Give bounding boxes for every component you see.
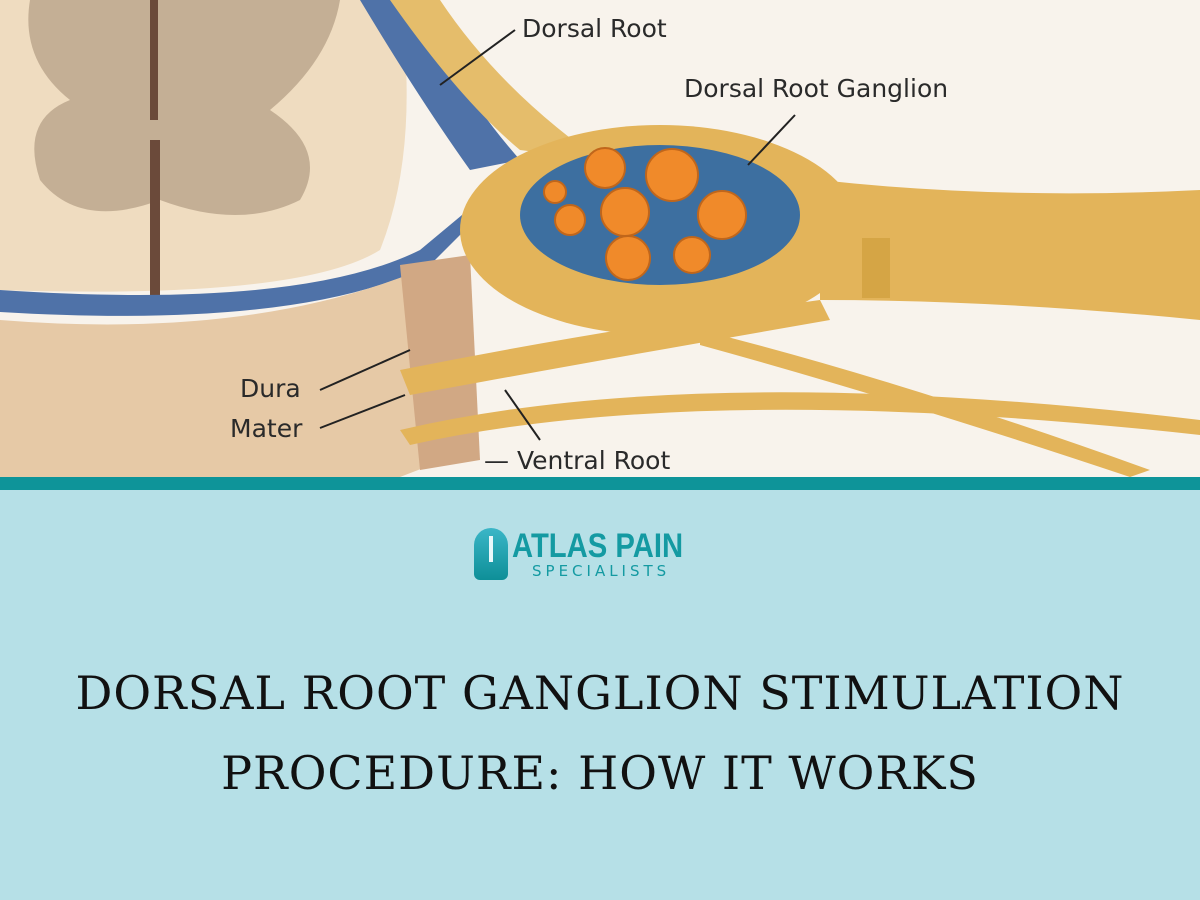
label-dura: Dura	[240, 374, 301, 403]
label-ventral-root: — Ventral Root	[484, 446, 671, 475]
label-mater: Mater	[230, 414, 303, 443]
page-title-line2: PROCEDURE: HOW IT WORKS	[221, 746, 979, 800]
accent-stripe	[0, 477, 1200, 490]
anatomy-illustration: Dorsal Root Dorsal Root Ganglion Dura Ma…	[0, 0, 1200, 477]
atlas-pain-logo: ATLAS PAIN SPECIALISTS	[474, 528, 711, 580]
spinal-cord-drawing	[0, 0, 1200, 477]
label-dorsal-root: Dorsal Root	[522, 14, 667, 43]
page-title-line1: DORSAL ROOT GANGLION STIMULATION	[75, 666, 1125, 720]
caduceus-atlas-icon	[474, 528, 508, 580]
label-dorsal-root-ganglion: Dorsal Root Ganglion	[684, 74, 949, 103]
logo-main-text: ATLAS PAIN	[512, 527, 684, 565]
logo-sub-text: SPECIALISTS	[532, 562, 671, 580]
